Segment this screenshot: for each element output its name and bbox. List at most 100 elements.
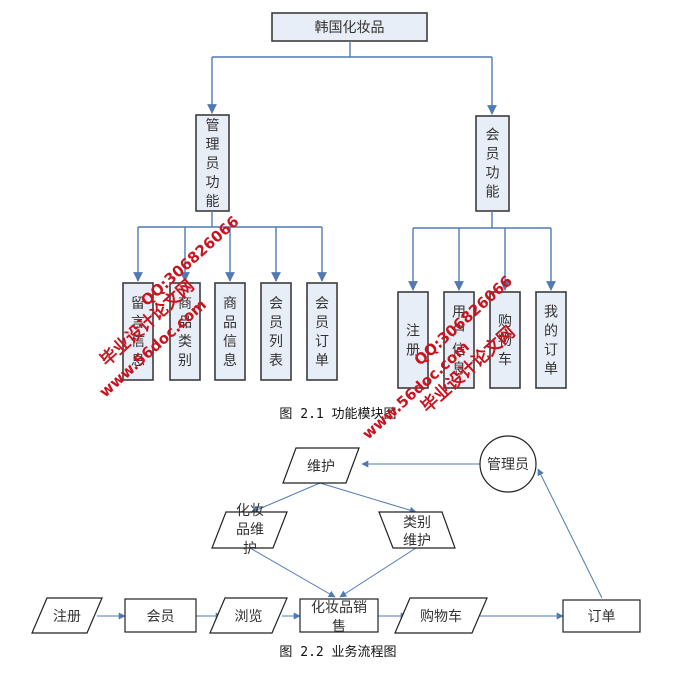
label-line: 售: [332, 619, 346, 635]
label-char: 品: [178, 315, 192, 331]
label-char: 息: [131, 352, 145, 369]
label-char: 单: [544, 362, 558, 378]
member-functions-node: 会员功能: [475, 115, 510, 212]
module-label: 会员列表: [269, 296, 283, 369]
browse-label: 浏览: [235, 609, 263, 625]
label-char: 商: [178, 296, 192, 312]
root-node-label: 韩国化妆品: [315, 20, 385, 36]
module-box: [122, 282, 154, 381]
root-node-box: [271, 12, 428, 42]
module-node: 用户信息: [443, 291, 475, 389]
maintain-shape: [282, 447, 360, 484]
root-connectors: [207, 41, 497, 115]
label-line: 化妆: [236, 503, 264, 519]
order-node: 订单: [562, 599, 641, 633]
browse-shape: [209, 597, 288, 634]
label-char: 商: [223, 296, 237, 312]
label-char: 会: [269, 296, 283, 312]
admin-functions-node: 管理员功能: [195, 114, 230, 212]
module-node: 购物车: [489, 291, 521, 389]
sales-node: 化妆品销售: [299, 598, 379, 635]
business-flow-diagram: 维护 管理员 化妆品维护 类别维护 注册 会员 浏览: [31, 435, 641, 660]
label-line: 化妆品销: [311, 600, 367, 616]
module-node: 会员订单: [306, 282, 338, 381]
label-char: 信: [131, 334, 145, 350]
category-maintain-node: 类别维护: [378, 511, 456, 549]
module-label: 购物车: [498, 314, 512, 368]
browse-node: 浏览: [209, 597, 288, 634]
module-label: 我的订单: [544, 305, 558, 378]
label-char: 物: [498, 333, 512, 349]
edge-order-to-admin: [537, 468, 603, 599]
module-node: 商品类别: [169, 282, 201, 381]
label-char: 功: [486, 166, 500, 182]
admin-circle: [479, 435, 537, 493]
module-label: 商品信息: [223, 296, 237, 369]
module-node: 我的订单: [535, 291, 567, 389]
label-char: 员: [206, 156, 220, 172]
edge-maintain-to-product-maintain: [251, 482, 321, 513]
maintain-node: 维护: [282, 447, 360, 484]
module-box: [443, 291, 475, 389]
label-char: 能: [206, 194, 220, 210]
label-char: 留: [131, 296, 145, 312]
label-char: 理: [206, 137, 220, 153]
label-char: 的: [544, 324, 558, 340]
label-char: 息: [223, 352, 237, 369]
label-char: 类: [178, 334, 192, 350]
member-node: 会员: [124, 598, 197, 633]
cart-node: 购物车: [394, 597, 488, 634]
cart-shape: [394, 597, 488, 634]
register-shape: [31, 597, 103, 634]
root-node: 韩国化妆品: [271, 12, 428, 42]
edge-maintain-to-category-maintain: [319, 482, 417, 514]
label-char: 品: [223, 315, 237, 331]
category-maintain-shape: [378, 511, 456, 549]
label-char: 会: [315, 296, 329, 312]
admin-functions-label: 管理员功能: [206, 118, 220, 210]
label-char: 会: [486, 128, 500, 144]
sales-label: 化妆品销售: [311, 600, 367, 635]
label-char: 员: [486, 147, 500, 163]
label-char: 用: [452, 305, 466, 321]
module-box: [214, 282, 246, 381]
label-char: 单: [315, 353, 329, 369]
label-char: 信: [223, 334, 237, 350]
module-box: [489, 291, 521, 389]
admin-label: 管理员: [487, 457, 529, 473]
order-shape: [562, 599, 641, 633]
label-char: 注: [406, 324, 420, 340]
module-box: [260, 282, 292, 381]
figure-2-caption: 图 2.2 业务流程图: [279, 644, 396, 660]
module-label: 留言信息: [131, 296, 145, 369]
label-char: 信: [452, 343, 466, 359]
member-functions-label: 会员功能: [486, 128, 500, 201]
label-line: 类别: [403, 515, 431, 531]
label-char: 功: [206, 175, 220, 191]
module-node: 留言信息: [122, 282, 154, 381]
label-char: 息: [452, 361, 466, 378]
module-box: [535, 291, 567, 389]
module-box: [397, 291, 429, 389]
product-maintain-shape: [211, 511, 288, 549]
module-label: 商品类别: [178, 296, 192, 369]
label-line: 品维: [236, 522, 264, 538]
label-char: 言: [131, 315, 145, 331]
module-box: [169, 282, 201, 381]
label-char: 表: [269, 353, 283, 369]
module-node: 注册: [397, 291, 429, 389]
member-functions-box: [475, 115, 510, 212]
member-children-connectors: [413, 211, 551, 229]
label-line: 维护: [403, 533, 431, 549]
module-label: 注册: [406, 324, 420, 359]
module-node: 商品信息: [214, 282, 246, 381]
label-char: 员: [269, 315, 283, 331]
edge-category-maintain-to-sales: [339, 547, 417, 598]
figure-1-caption: 图 2.1 功能模块图: [279, 407, 396, 422]
register-node: 注册: [31, 597, 103, 634]
module-node: 会员列表: [260, 282, 292, 381]
label-char: 订: [315, 334, 329, 350]
